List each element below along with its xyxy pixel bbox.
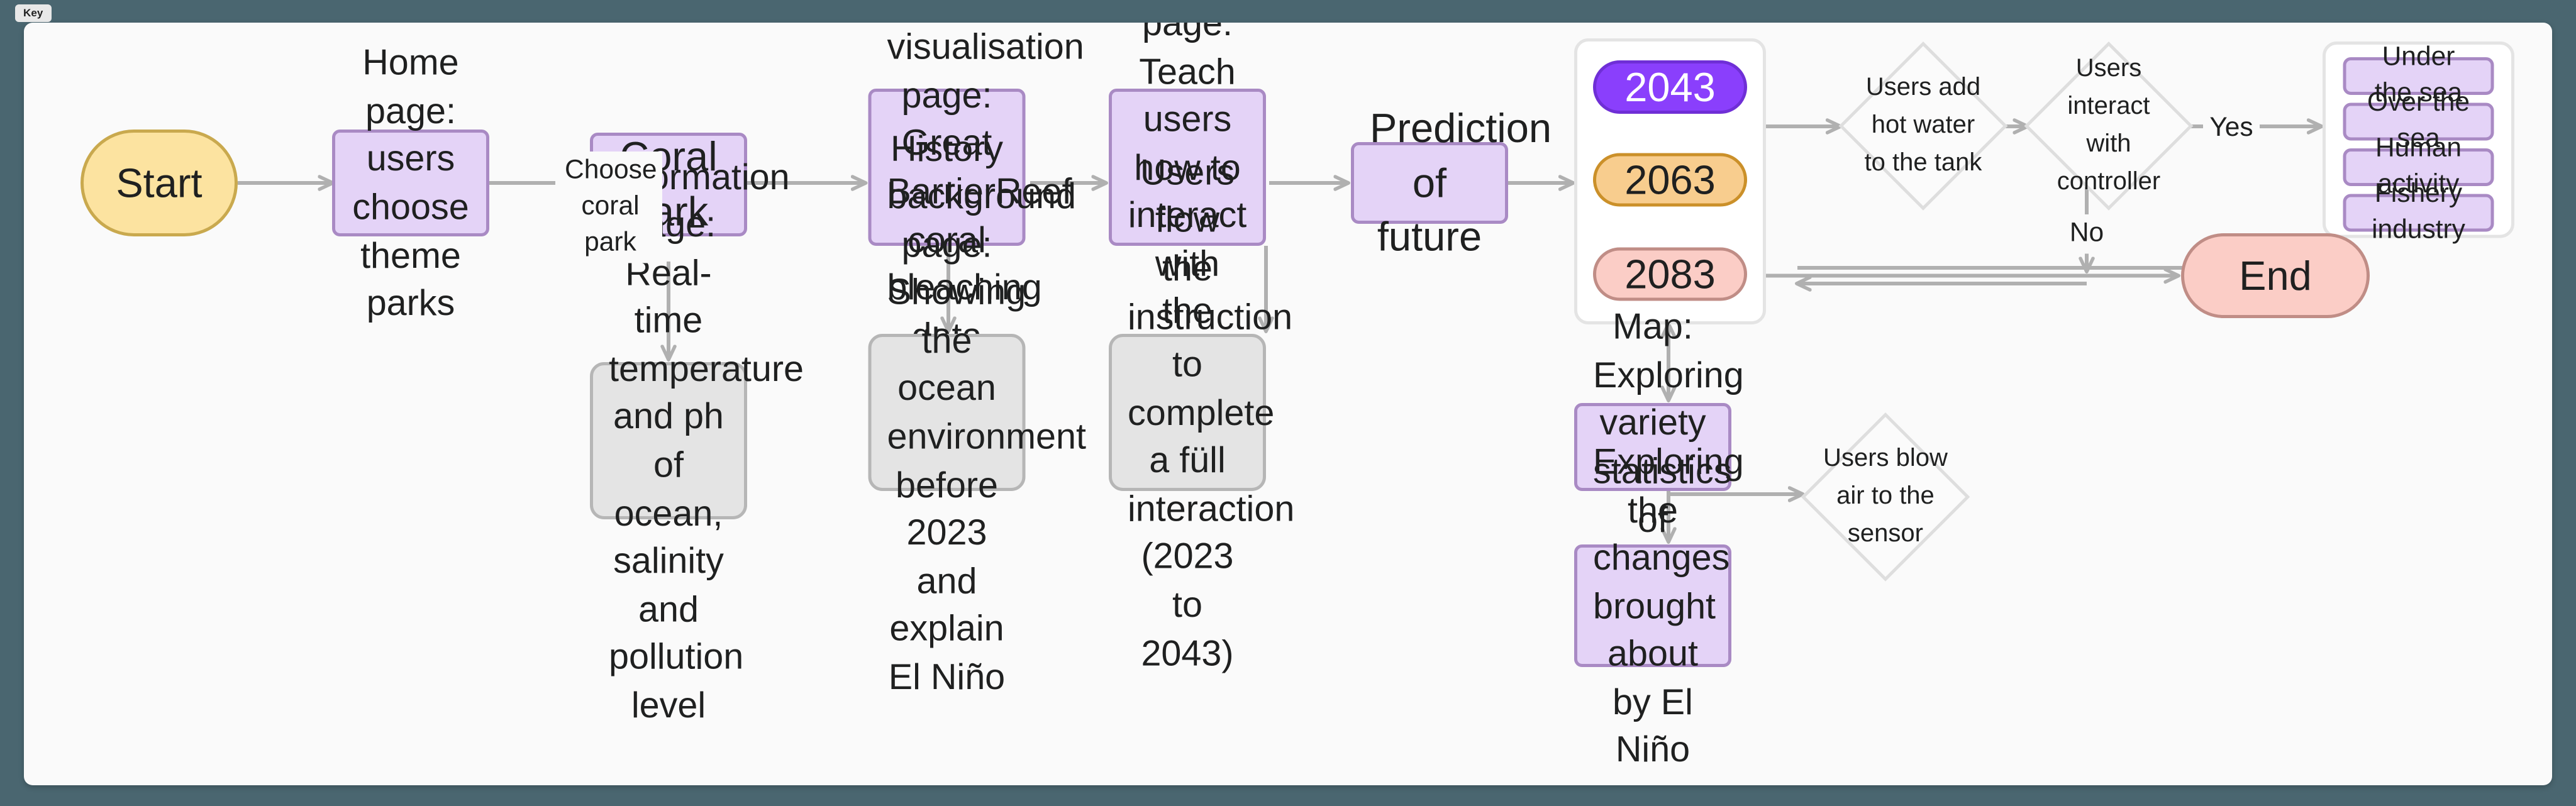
- edge-label-choose-coral-park-text: Choose coral park: [565, 155, 657, 257]
- node-year-2083-label: 2083: [1624, 250, 1716, 297]
- node-year-2043[interactable]: 2043: [1593, 60, 1747, 114]
- legend-item-human-activity-label: Human activity: [2375, 133, 2462, 199]
- node-year-2083[interactable]: 2083: [1593, 247, 1747, 301]
- node-prediction-of-future-label: Prediction of future: [1370, 104, 1552, 261]
- decision-blow-air-label: Users blow air to the sensor: [1823, 445, 1948, 548]
- decision-hot-water-label: Users add hot water to the tank: [1864, 74, 1982, 177]
- node-home-page[interactable]: Home page: users choose theme parks: [332, 42, 489, 323]
- node-information-page[interactable]: Information Page: Real-time temperature …: [590, 155, 804, 725]
- decision-blow-air[interactable]: Users blow air to the sensor: [1801, 412, 1970, 582]
- node-history-background[interactable]: History background page: Showing the oce…: [868, 127, 1086, 697]
- node-el-nino-changes[interactable]: Exploring the changes brought about by E…: [1574, 441, 1744, 770]
- node-home-page-label: Home page: users choose theme parks: [352, 41, 469, 323]
- legend-item-over-the-sea-label: Over the sea: [2367, 87, 2470, 153]
- key-tab[interactable]: Key: [15, 4, 52, 22]
- edge-label-yes-text: Yes: [2209, 112, 2253, 143]
- node-users-flow-instruction[interactable]: Users flow the instruction to complete a…: [1109, 152, 1294, 673]
- node-year-2063[interactable]: 2063: [1593, 153, 1747, 207]
- legend-item-fishery-industry[interactable]: Fishery industry: [2343, 179, 2494, 245]
- legend-item-human-activity[interactable]: Human activity: [2343, 133, 2494, 199]
- node-history-background-label: History background page: Showing the oce…: [887, 127, 1086, 697]
- edge-label-choose-coral-park: Choose coral park: [558, 152, 662, 263]
- edge-label-no-text: No: [2069, 218, 2104, 248]
- node-start-label: Start: [116, 158, 203, 206]
- node-prediction-of-future[interactable]: Prediction of future: [1351, 104, 1552, 260]
- node-year-2063-label: 2063: [1624, 155, 1716, 203]
- node-end[interactable]: End: [2181, 233, 2370, 318]
- node-year-2043-label: 2043: [1624, 63, 1716, 111]
- node-el-nino-changes-label: Exploring the changes brought about by E…: [1593, 440, 1744, 770]
- flowchart-canvas: Start Home page: users choose theme park…: [24, 23, 2552, 785]
- legend-item-under-the-sea-label: Under the sea: [2374, 41, 2463, 108]
- legend-item-over-the-sea[interactable]: Over the sea: [2343, 87, 2494, 153]
- legend-item-under-the-sea[interactable]: Under the sea: [2343, 42, 2494, 108]
- node-users-flow-instruction-label: Users flow the instruction to complete a…: [1128, 151, 1295, 673]
- node-start[interactable]: Start: [80, 130, 238, 236]
- decision-hot-water[interactable]: Users add hot water to the tank: [1838, 41, 2008, 211]
- node-end-label: End: [2239, 251, 2312, 299]
- decision-controller-label: Users interact with controller: [2057, 55, 2161, 196]
- edge-label-no: No: [2058, 214, 2115, 254]
- legend-item-fishery-industry-label: Fishery industry: [2372, 179, 2465, 245]
- edge-label-yes: Yes: [2203, 109, 2260, 148]
- decision-controller[interactable]: Users interact with controller: [2024, 41, 2194, 211]
